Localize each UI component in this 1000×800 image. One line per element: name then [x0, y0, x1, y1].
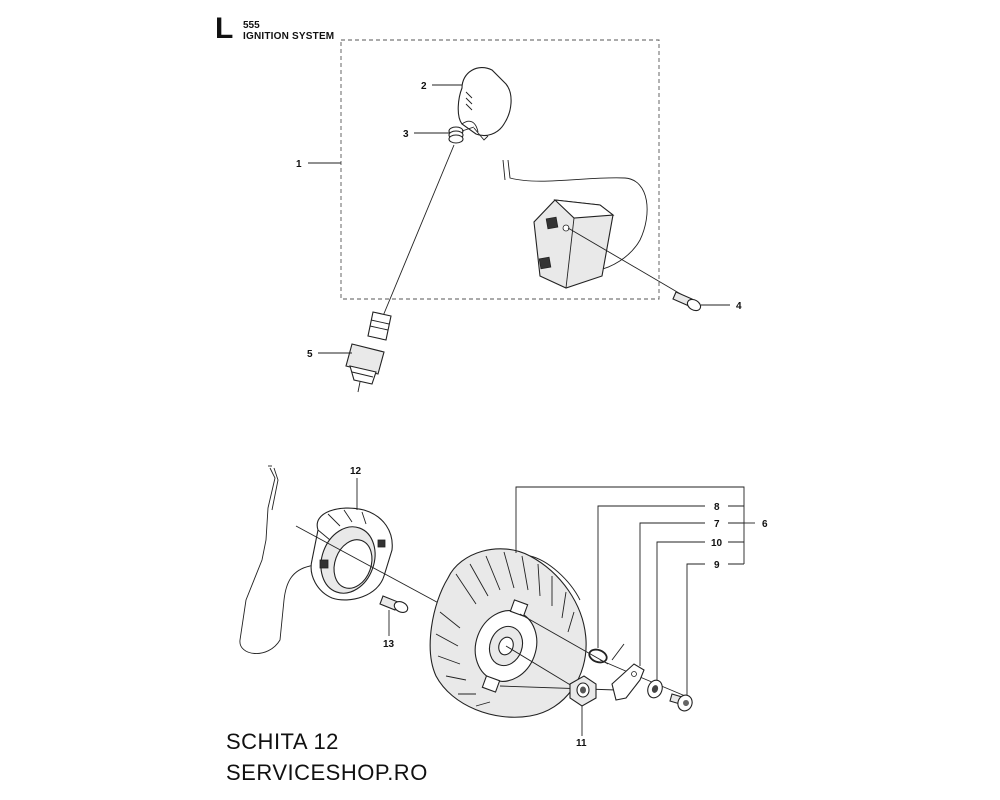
- callout-9: 9: [714, 560, 720, 571]
- diagram-title: IGNITION SYSTEM: [243, 31, 335, 42]
- assembly-boundary-box: [340, 39, 660, 300]
- callout-6: 6: [762, 519, 768, 530]
- callout-12: 12: [350, 466, 362, 477]
- generator-drawing: [310, 507, 393, 601]
- nut-drawing: [569, 675, 597, 707]
- flywheel-drawing: [429, 548, 587, 718]
- callout-3: 3: [403, 129, 409, 140]
- callout-13: 13: [383, 639, 395, 650]
- caption-line-2: SERVICESHOP.RO: [226, 760, 428, 785]
- spark-plug-cap-drawing: [457, 67, 512, 141]
- shoulder-screw-drawing: [669, 693, 693, 712]
- leader-9: [686, 563, 705, 695]
- screw-axis-line: [567, 227, 685, 297]
- callout-7: 7: [714, 519, 720, 530]
- model-number: 555: [243, 20, 260, 31]
- ignition-module-drawing: [502, 159, 648, 289]
- callout-1: 1: [296, 159, 302, 170]
- callout-5: 5: [307, 349, 313, 360]
- washer-drawing: [647, 679, 663, 699]
- callout-11: 11: [576, 738, 587, 749]
- callout-4: 4: [736, 301, 742, 312]
- ignition-lead: [382, 144, 455, 317]
- spark-plug-drawing: [345, 311, 392, 393]
- leader-6-ticks: [728, 505, 744, 565]
- pawl-drawing: [611, 643, 645, 701]
- leader-10: [656, 541, 705, 680]
- generator-wire-drawing: [239, 465, 327, 654]
- spring-drawing: [448, 126, 475, 144]
- screw-13-drawing: [379, 595, 409, 613]
- leader-8: [597, 505, 705, 648]
- flywheel-axis-line-lower: [499, 685, 617, 691]
- screw-4-drawing: [672, 291, 702, 312]
- spring-ring-drawing: [588, 648, 608, 664]
- flywheel-axis-line-upper: [519, 613, 609, 665]
- callout-8: 8: [714, 502, 720, 513]
- caption-line-1: SCHITA 12: [226, 729, 339, 754]
- leader-7: [639, 522, 705, 666]
- callout-10: 10: [711, 538, 723, 549]
- nut-axis-line: [505, 645, 583, 693]
- pawl-axis-line: [599, 659, 691, 699]
- callout-2: 2: [421, 81, 427, 92]
- section-letter: L: [215, 12, 234, 45]
- leader-6-bracket: [515, 486, 745, 564]
